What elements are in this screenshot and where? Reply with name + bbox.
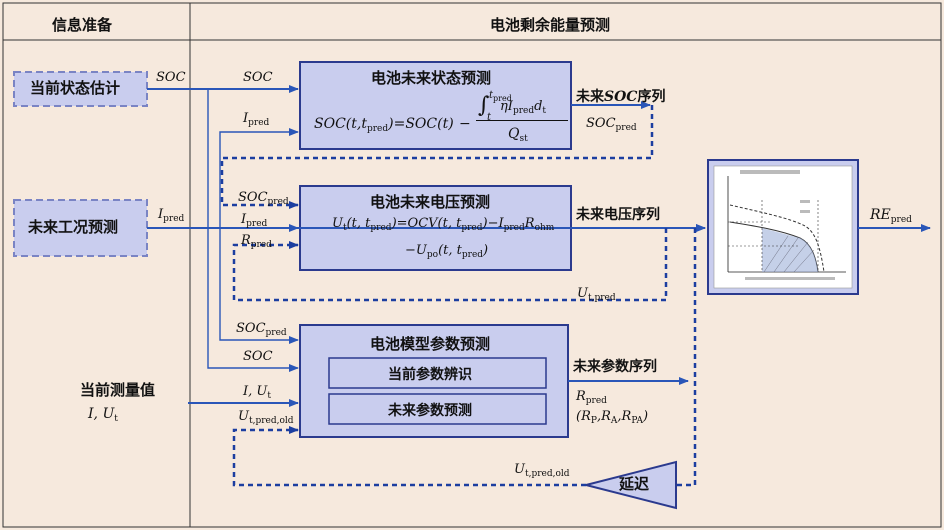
rpred-signal-block2: Rpred: [241, 233, 272, 250]
section-title-right: 电池剩余能量预测: [490, 16, 611, 34]
utpredold-feedback-label: Ut,pred,old: [514, 462, 570, 479]
rp-ra-rpa-label: (RP,RA,RPA): [576, 409, 649, 426]
future-voltage-seq-label: 未来电压序列: [576, 207, 660, 223]
voltage-pred-line2: −Upo(t, tpred): [405, 243, 489, 260]
current-measure-label: 当前测量值: [80, 381, 156, 399]
delay-label: 延迟: [619, 475, 650, 493]
soc-pred-title: 电池未来状态预测: [371, 69, 492, 87]
integral-lower: t: [487, 112, 492, 123]
delay-block: [585, 460, 677, 510]
soc-pred-formula-left: SOC(t,tpred)=SOC(t): [314, 116, 454, 134]
current-measure-vars: I, Ut: [88, 406, 118, 424]
param-sub2-label: 未来参数预测: [388, 403, 472, 419]
soc-signal-left: SOC: [156, 70, 186, 85]
section-title-left: 信息准备: [52, 16, 113, 34]
soc-pred-minus: −: [459, 116, 471, 132]
soc-signal-block3: SOC: [243, 349, 273, 364]
ipred-signal-left: Ipred: [158, 207, 185, 224]
param-sub1-label: 当前参数辨识: [388, 367, 472, 383]
fraction-bar: [476, 120, 568, 121]
integral-sign: ∫: [478, 93, 490, 118]
future-soc-seq-label: 未来SOC序列: [576, 89, 666, 105]
future-condition-label: 未来工况预测: [28, 218, 119, 236]
socpred-signal-block3: SOCpred: [236, 321, 287, 338]
future-condition-box: [13, 199, 148, 257]
utpred-output-label: Ut,pred: [577, 286, 616, 303]
socpred-signal-block2: SOCpred: [238, 190, 289, 207]
ipred-signal-block1: Ipred: [243, 111, 270, 128]
voltage-pred-line1: Ut(t, tpred)=OCV(t, tpred)−IpredRohm: [332, 216, 555, 233]
param-sub-block-1: [328, 357, 547, 389]
energy-chart-icon: [713, 165, 853, 289]
state-estimation-label: 当前状态估计: [30, 79, 121, 97]
integral-body: ηIpreddt: [500, 99, 547, 116]
ipred-signal-block2: Ipred: [241, 212, 268, 229]
param-sub-block-2: [328, 393, 547, 425]
soc-pred-denominator: Qst: [508, 126, 528, 144]
voltage-pred-title: 电池未来电压预测: [370, 193, 491, 211]
socpred-output-label: SOCpred: [586, 116, 637, 133]
repred-output-label: REpred: [870, 207, 912, 225]
integral-upper: tpred: [489, 90, 512, 103]
iut-signal-block3: I, Ut: [243, 384, 271, 401]
soc-pred-block: [299, 61, 572, 150]
state-estimation-box: [13, 71, 148, 107]
future-param-seq-label: 未来参数序列: [573, 359, 657, 375]
rpred-output-label: Rpred: [576, 389, 607, 406]
param-pred-title: 电池模型参数预测: [370, 335, 491, 353]
utpredold-signal-block3: Ut,pred,old: [238, 409, 294, 426]
soc-signal-block1: SOC: [243, 70, 273, 85]
